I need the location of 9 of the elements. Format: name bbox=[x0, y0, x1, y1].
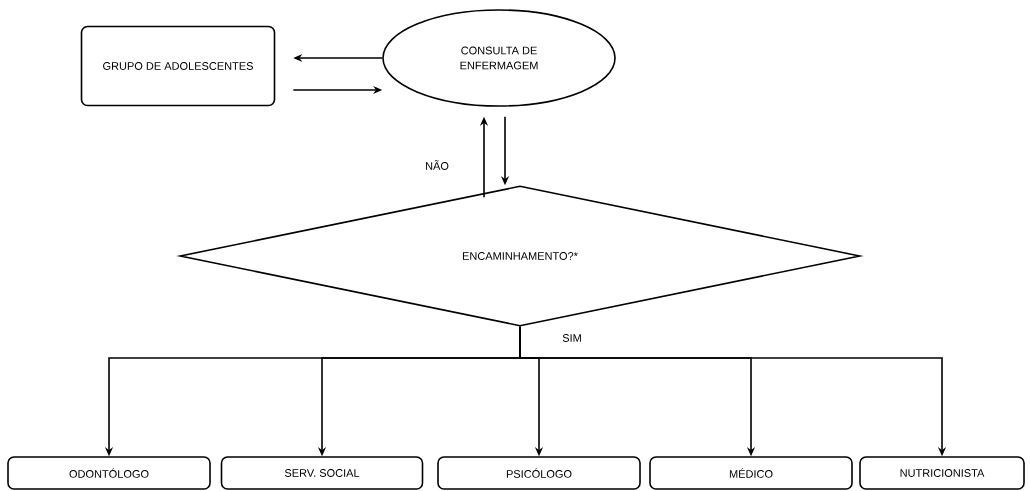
process-box: ODONTÓLOGO bbox=[7, 456, 211, 490]
edge-label: SIM bbox=[561, 333, 583, 343]
edge-label: NÃO bbox=[424, 159, 450, 171]
ellipse-node: CONSULTA DE ENFERMAGEM bbox=[382, 9, 616, 107]
process-box: SERV. SOCIAL bbox=[220, 456, 424, 490]
process-box: MÉDICO bbox=[649, 456, 853, 490]
process-box: GRUPO DE ADOLESCENTES bbox=[80, 25, 276, 107]
process-box: PSICÓLOGO bbox=[437, 456, 641, 490]
process-box: NUTRICIONISTA bbox=[859, 456, 1025, 490]
